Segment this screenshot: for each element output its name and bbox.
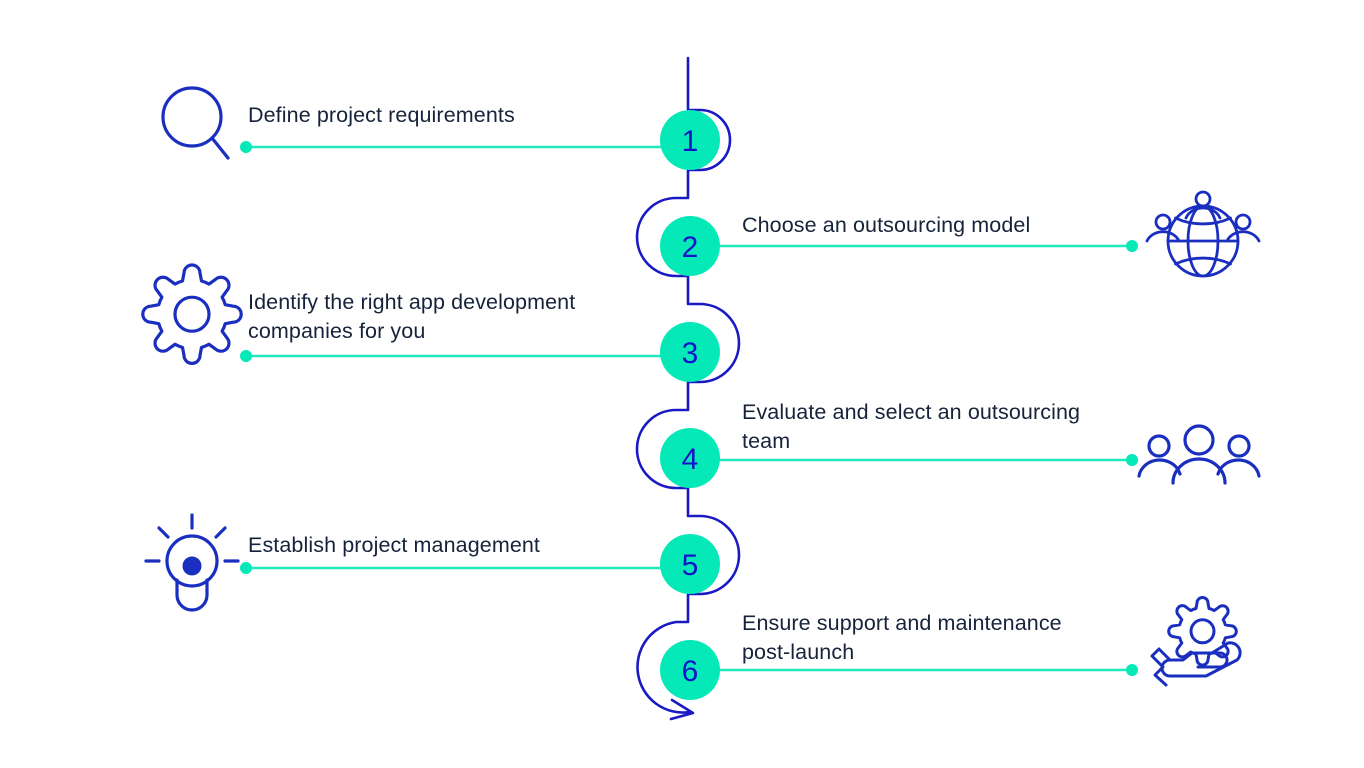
lightbulb-icon	[144, 513, 240, 612]
globe-people-icon	[1145, 190, 1261, 278]
step-number-4: 4	[682, 443, 699, 476]
step-4-group[interactable]: 4	[660, 428, 1138, 488]
step-number-6: 6	[682, 655, 699, 688]
step-circle-1[interactable]	[660, 110, 720, 170]
step-circle-6[interactable]	[660, 640, 720, 700]
step-label-6: Ensure support and maintenance post-laun…	[742, 611, 1062, 664]
step-number-1: 1	[682, 125, 699, 158]
spine-path	[635, 56, 741, 721]
step-label-1: Define project requirements	[248, 103, 515, 127]
step-label-3: Identify the right app development compa…	[248, 290, 576, 343]
connector-dot-6	[1126, 664, 1138, 676]
gear-icon	[141, 263, 243, 365]
step-label-5: Establish project management	[248, 533, 541, 557]
connector-dot-2	[1126, 240, 1138, 252]
three-people-icon	[1137, 424, 1261, 485]
step-circle-2[interactable]	[660, 216, 720, 276]
step-1-group[interactable]: 1	[240, 110, 720, 170]
step-2-group[interactable]: 2	[660, 216, 1138, 276]
step-circle-5[interactable]	[660, 534, 720, 594]
step-number-2: 2	[682, 231, 699, 264]
step-3-group[interactable]: 3	[240, 322, 720, 382]
step-5-group[interactable]: 5	[240, 534, 720, 594]
magnifier-icon	[161, 86, 230, 160]
step-label-2: Choose an outsourcing model	[742, 213, 1031, 237]
connector-dot-1	[240, 141, 252, 153]
connector-dot-3	[240, 350, 252, 362]
step-circle-3[interactable]	[660, 322, 720, 382]
hand-gear-icon	[1150, 596, 1242, 687]
step-6-group[interactable]: 6	[660, 640, 1138, 700]
step-label-4: Evaluate and select an outsourcing team	[742, 400, 1081, 453]
arrowhead-icon	[669, 698, 695, 721]
step-number-5: 5	[682, 549, 699, 582]
connector-dot-4	[1126, 454, 1138, 466]
connector-dot-5	[240, 562, 252, 574]
step-circle-4[interactable]	[660, 428, 720, 488]
step-number-3: 3	[682, 337, 699, 370]
